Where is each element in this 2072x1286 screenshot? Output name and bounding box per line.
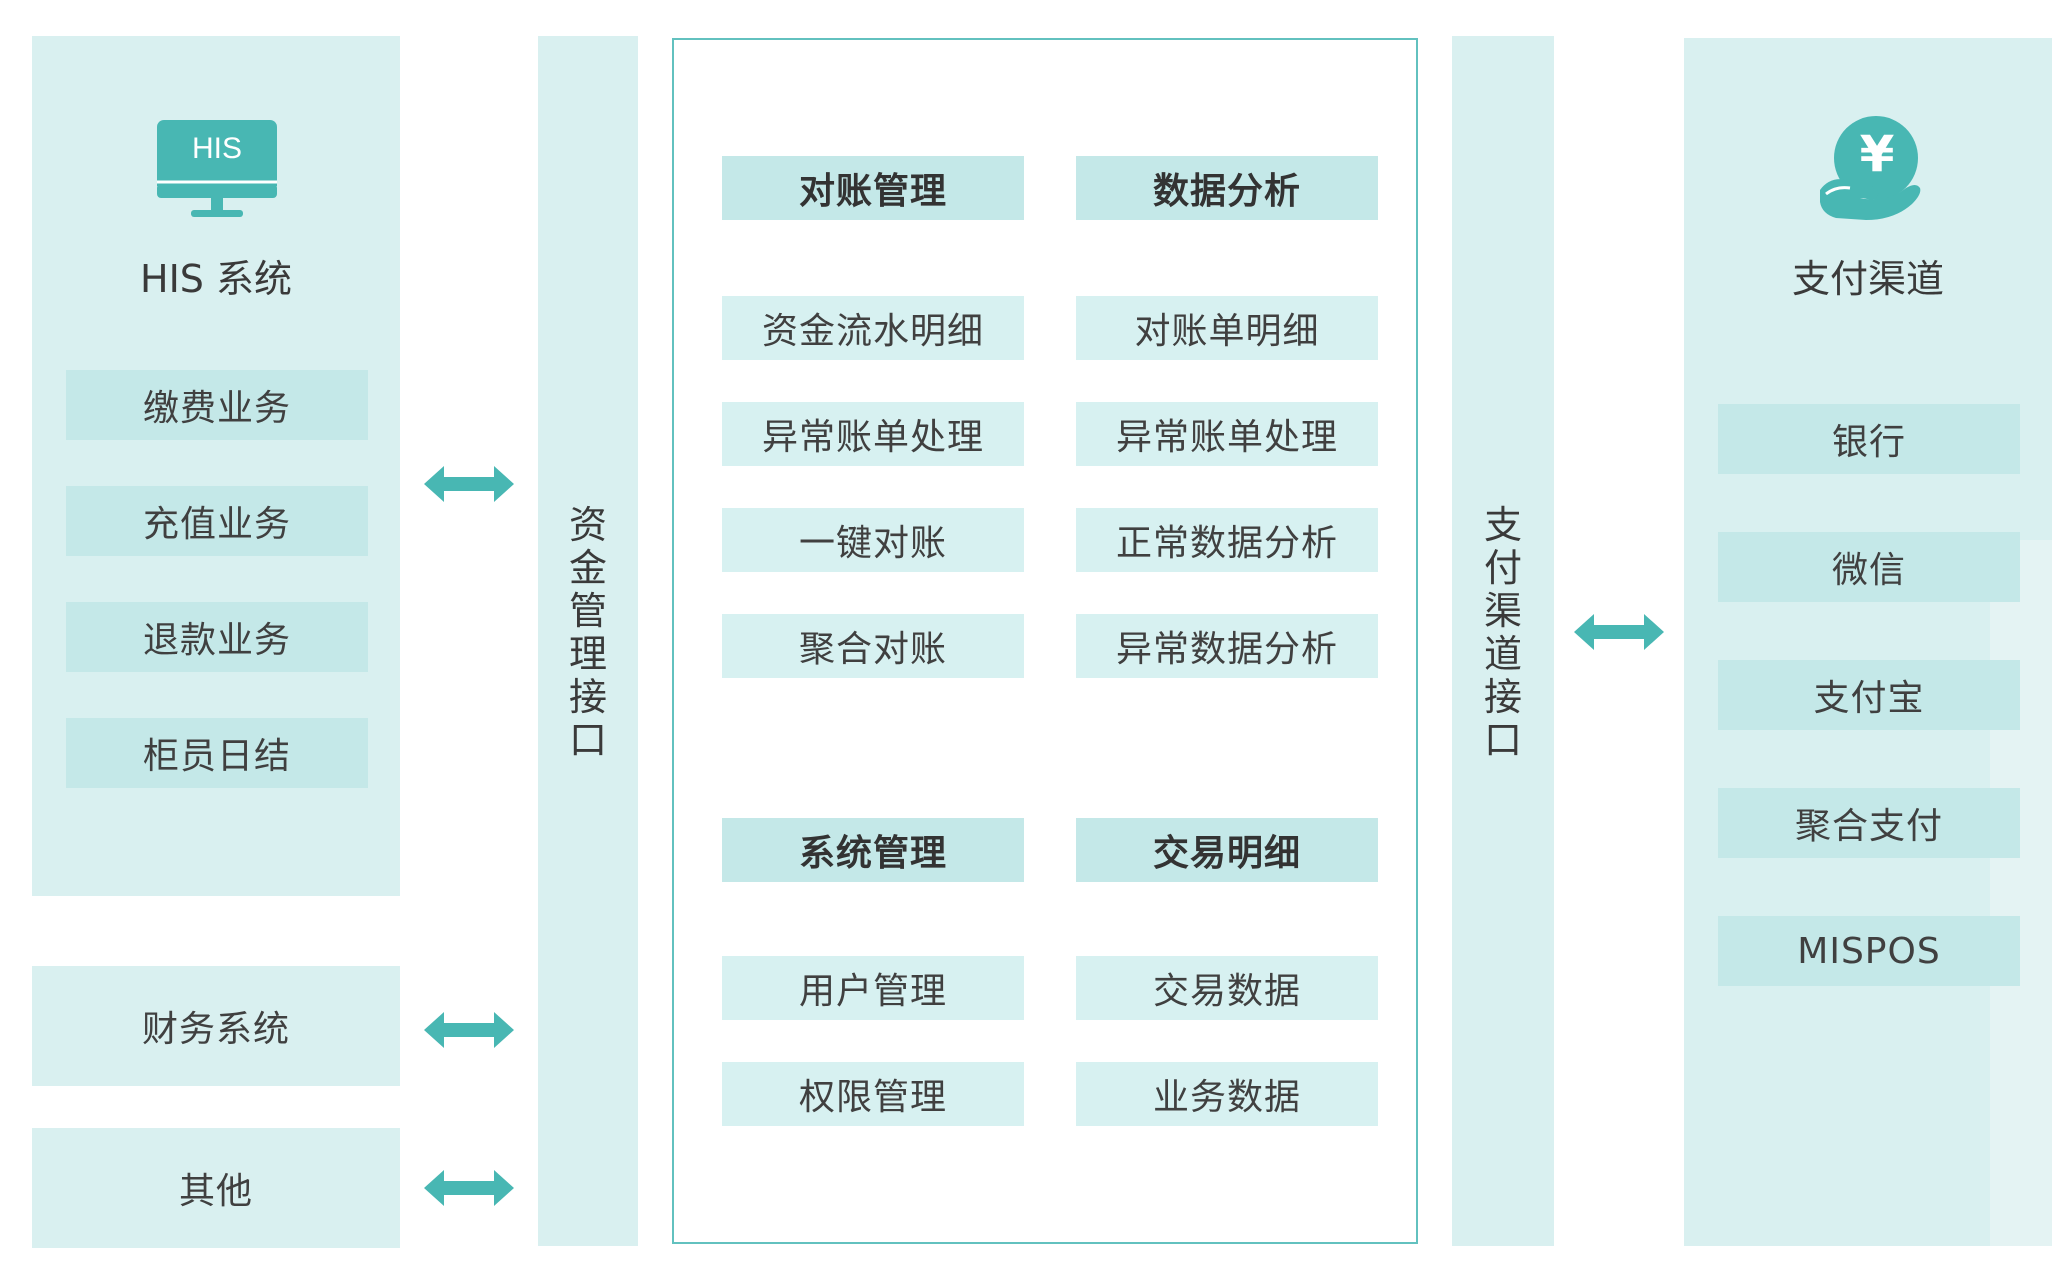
- finance-system-panel: [32, 966, 400, 1086]
- reconcile-item-aggregate: 聚合对账: [722, 614, 1024, 678]
- fund-interface-label: 资 金 管 理 接 口: [568, 503, 607, 762]
- system-item-permission-management: 权限管理: [722, 1062, 1024, 1126]
- channel-item-aggregate-pay: 聚合支付: [1718, 788, 2020, 858]
- his-title: HIS 系统: [140, 257, 292, 301]
- double-arrow-icon: [424, 1168, 514, 1208]
- data-analysis-heading: 数据分析: [1076, 156, 1378, 220]
- trade-detail-heading: 交易明细: [1076, 818, 1378, 882]
- finance-system-label: 财务系统: [141, 1009, 290, 1050]
- analysis-item-normal-data: 正常数据分析: [1076, 508, 1378, 572]
- analysis-item-abnormal-bill: 异常账单处理: [1076, 402, 1378, 466]
- his-item-recharge: 充值业务: [66, 486, 368, 556]
- channel-item-bank: 银行: [1718, 404, 2020, 474]
- payment-channels-title: 支付渠道: [1791, 257, 1944, 301]
- analysis-item-abnormal-data: 异常数据分析: [1076, 614, 1378, 678]
- double-arrow-icon: [1574, 612, 1664, 652]
- system-item-user-management: 用户管理: [722, 956, 1024, 1020]
- other-panel: [32, 1128, 400, 1248]
- yuan-hand-icon: ¥: [1816, 114, 1926, 222]
- double-arrow-icon: [424, 464, 514, 504]
- reconcile-management-heading: 对账管理: [722, 156, 1024, 220]
- system-management-heading: 系统管理: [722, 818, 1024, 882]
- double-arrow-icon: [424, 1010, 514, 1050]
- channel-item-alipay: 支付宝: [1718, 660, 2020, 730]
- his-item-payment: 缴费业务: [66, 370, 368, 440]
- pay-interface-bar: [1452, 36, 1554, 1246]
- trade-item-trade-data: 交易数据: [1076, 956, 1378, 1020]
- reconcile-item-abnormal-bill: 异常账单处理: [722, 402, 1024, 466]
- trade-item-business-data: 业务数据: [1076, 1062, 1378, 1126]
- analysis-item-statement-detail: 对账单明细: [1076, 296, 1378, 360]
- pay-interface-label: 支 付 渠 道 接 口: [1483, 503, 1522, 762]
- yuan-symbol: ¥: [1859, 125, 1895, 183]
- his-monitor-icon: HIS: [155, 118, 279, 222]
- reconcile-item-fund-flow: 资金流水明细: [722, 296, 1024, 360]
- other-label: 其他: [178, 1171, 253, 1212]
- his-icon-text: HIS: [191, 132, 242, 165]
- his-item-refund: 退款业务: [66, 602, 368, 672]
- channel-item-wechat: 微信: [1718, 532, 2020, 602]
- his-item-daily-close: 柜员日结: [66, 718, 368, 788]
- fund-interface-bar: [538, 36, 638, 1246]
- channel-panel-shade: [1990, 540, 2052, 1246]
- reconcile-item-one-click: 一键对账: [722, 508, 1024, 572]
- channel-item-mispos: MISPOS: [1718, 916, 2020, 986]
